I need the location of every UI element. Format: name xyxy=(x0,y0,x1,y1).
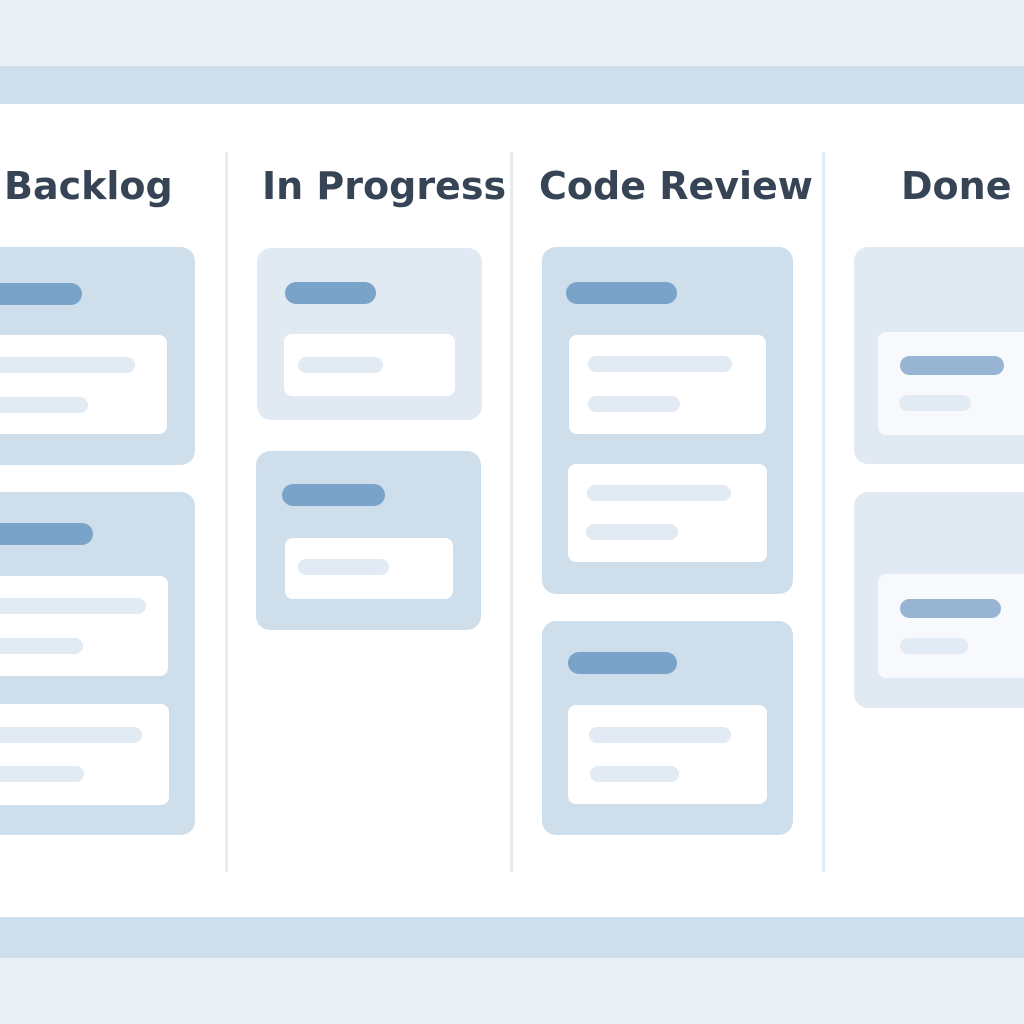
card-subtask[interactable] xyxy=(568,464,767,562)
card-subtask[interactable] xyxy=(0,704,169,805)
text-placeholder-line xyxy=(298,357,383,373)
text-placeholder-line xyxy=(0,357,135,373)
text-placeholder-line xyxy=(590,766,679,782)
text-placeholder-line xyxy=(0,766,84,782)
card-tag xyxy=(285,282,376,304)
text-placeholder-line xyxy=(588,356,732,372)
card-tag xyxy=(566,282,677,304)
column-title-in-progress: In Progress xyxy=(262,164,507,208)
column-title-backlog: Backlog xyxy=(4,164,173,208)
text-placeholder-line xyxy=(0,727,142,743)
card-tag xyxy=(900,599,1001,618)
text-placeholder-line xyxy=(298,559,389,575)
card-code-review-2[interactable] xyxy=(542,621,793,835)
card-backlog-1[interactable] xyxy=(0,247,195,465)
card-subtask[interactable] xyxy=(878,574,1024,678)
bottom-toolbar-strip xyxy=(0,917,1024,958)
text-placeholder-line xyxy=(589,727,731,743)
text-placeholder-line xyxy=(899,395,971,411)
card-tag xyxy=(282,484,385,506)
card-subtask[interactable] xyxy=(0,335,167,434)
card-subtask[interactable] xyxy=(0,576,168,676)
card-subtask[interactable] xyxy=(569,335,766,434)
text-placeholder-line xyxy=(0,397,88,413)
text-placeholder-line xyxy=(588,396,680,412)
column-title-code-review: Code Review xyxy=(539,164,813,208)
text-placeholder-line xyxy=(0,638,83,654)
column-divider xyxy=(822,152,825,872)
column-title-done: Done xyxy=(901,164,1012,208)
top-toolbar-strip xyxy=(0,66,1024,104)
bottom-background xyxy=(0,958,1024,1024)
text-placeholder-line xyxy=(900,638,968,654)
card-subtask[interactable] xyxy=(878,332,1024,435)
card-in-progress-1[interactable] xyxy=(257,248,482,420)
card-done-2[interactable] xyxy=(854,492,1024,708)
card-tag xyxy=(0,523,93,545)
card-tag xyxy=(0,283,82,305)
column-divider xyxy=(510,152,513,872)
card-subtask[interactable] xyxy=(568,705,767,804)
card-done-1[interactable] xyxy=(854,247,1024,464)
card-code-review-1[interactable] xyxy=(542,247,793,594)
card-backlog-2[interactable] xyxy=(0,492,195,835)
text-placeholder-line xyxy=(587,485,731,501)
card-tag xyxy=(900,356,1004,375)
top-background xyxy=(0,0,1024,66)
column-divider xyxy=(225,152,228,872)
card-subtask[interactable] xyxy=(285,538,453,599)
card-tag xyxy=(568,652,677,674)
card-in-progress-2[interactable] xyxy=(256,451,481,630)
text-placeholder-line xyxy=(0,598,146,614)
text-placeholder-line xyxy=(586,524,678,540)
card-subtask[interactable] xyxy=(284,334,455,396)
